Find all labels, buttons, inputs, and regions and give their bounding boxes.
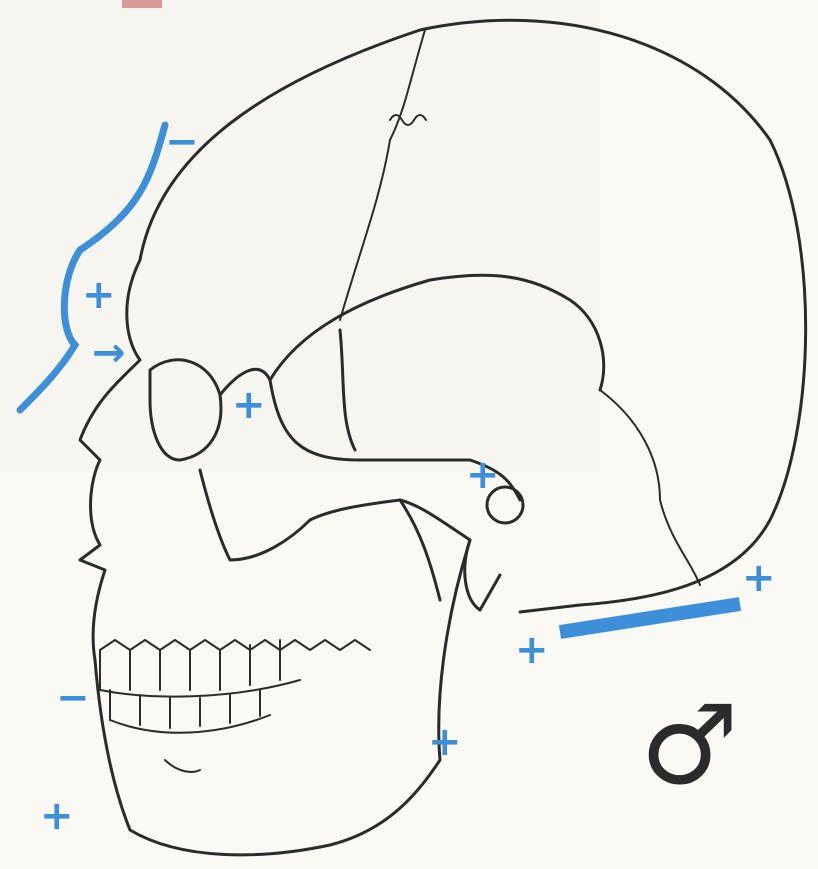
mastoid-plus-marker: + <box>466 455 500 495</box>
gonion-plus-marker: + <box>428 722 462 762</box>
occipital-plus-bottom-marker: + <box>515 630 549 670</box>
occipital-bar <box>560 604 740 632</box>
forehead-plus-marker: + <box>82 275 116 315</box>
nasion-arrow-marker: → <box>92 333 126 373</box>
chin-minus-marker: − <box>56 678 90 718</box>
occipital-plus-top-marker: + <box>742 558 776 598</box>
upper-teeth <box>100 640 370 690</box>
brow-minus-marker: − <box>165 122 199 162</box>
male-symbol: ♂ <box>640 690 739 800</box>
lambdoid-suture <box>600 390 700 585</box>
chin-plus-marker: + <box>40 796 74 836</box>
mandible-outline <box>95 500 470 855</box>
zygomatic-plus-marker: + <box>232 385 266 425</box>
